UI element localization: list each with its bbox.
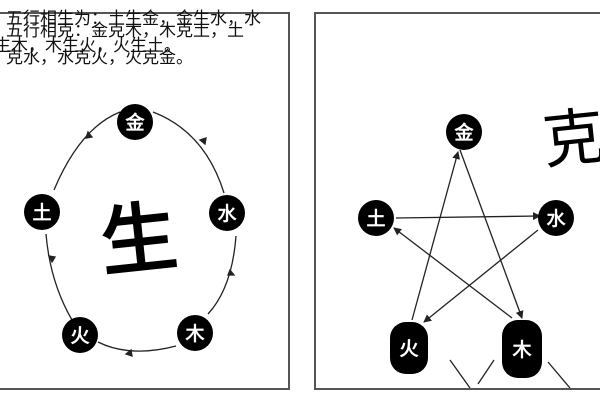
- ke-seal-tu: 土: [358, 200, 394, 236]
- seal-char: 金: [453, 121, 474, 144]
- seal-char: 水: [546, 208, 566, 230]
- arrow-tu-to-jin: [53, 111, 121, 191]
- arrow-mu-to-huo: [97, 341, 177, 352]
- sheng-seal-mu: 木: [177, 315, 213, 351]
- arrow-huo-to-jin: [411, 151, 461, 321]
- seal-char: 金: [124, 111, 145, 134]
- seal-char: 土: [32, 202, 51, 224]
- arrow-shui-to-huo: [423, 229, 539, 323]
- seal-char: 火: [399, 338, 419, 360]
- arrow-huo-to-tu: [45, 233, 73, 321]
- sheng-seal-shui: 水: [209, 195, 245, 231]
- arrow-tu-to-shui: [395, 212, 541, 221]
- sheng-cycle-arrows: [45, 111, 237, 357]
- seal-char: 火: [70, 325, 90, 347]
- ke-calligraphy-glyph: 克: [538, 98, 600, 179]
- ke-caption-line2: 克水，水克火，火克金。: [6, 48, 193, 68]
- seal-char: 木: [511, 338, 532, 361]
- ke-seal-shui: 水: [538, 200, 574, 236]
- ke-seal-jin: 金: [446, 114, 482, 150]
- sheng-seal-jin: 金: [117, 104, 153, 140]
- arrow-shui-to-mu: [207, 235, 237, 315]
- ke-seal-mu: 木: [502, 320, 542, 378]
- sheng-seal-huo: 火: [62, 317, 98, 353]
- arrow-jin-to-mu: [459, 149, 524, 319]
- sheng-caption-line2: 生木，木生火，火生土。: [0, 36, 181, 56]
- arrow-jin-to-shui: [152, 111, 225, 194]
- sheng-caption-line1: 五行相生为：土生金，金生水，水: [6, 9, 261, 29]
- sheng-seal-tu: 土: [24, 194, 60, 230]
- ke-caption-line1: 五行相克：金克木，木克土，土: [6, 21, 244, 41]
- ke-seal-huo: 火: [390, 322, 428, 374]
- ke-cycle-arrows: [393, 149, 571, 389]
- seal-char: 木: [184, 322, 205, 345]
- arrow-mu-to-tu: [393, 227, 513, 319]
- sheng-calligraphy-glyph: 生: [96, 191, 182, 288]
- seal-char: 水: [217, 203, 237, 225]
- seal-char: 土: [366, 208, 385, 230]
